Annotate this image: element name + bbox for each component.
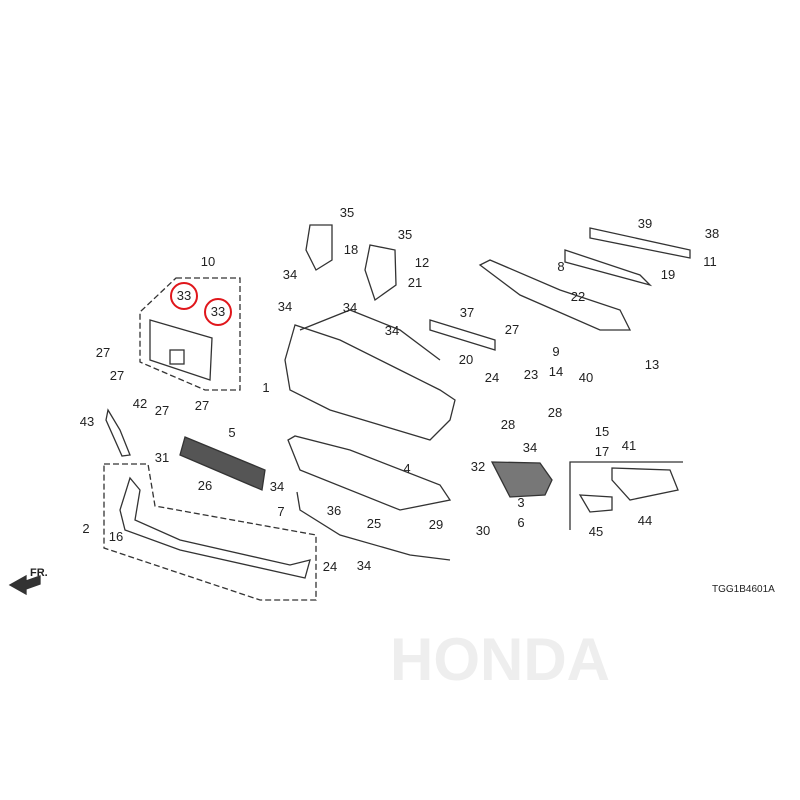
callout-15[interactable]: 15 — [594, 424, 610, 439]
upper-beam-11 — [589, 227, 691, 259]
callout-27[interactable]: 27 — [194, 398, 210, 413]
callout-34[interactable]: 34 — [384, 323, 400, 338]
callout-5[interactable]: 5 — [228, 425, 236, 440]
callout-27[interactable]: 27 — [154, 403, 170, 418]
bracket-slot — [169, 349, 185, 365]
callout-45[interactable]: 45 — [588, 524, 604, 539]
side-trim-43 — [105, 408, 131, 457]
callout-14[interactable]: 14 — [548, 364, 564, 379]
bracket-20 — [429, 319, 496, 351]
front-direction-arrow-icon — [8, 574, 41, 596]
callout-34[interactable]: 34 — [277, 299, 293, 314]
callout-16[interactable]: 16 — [108, 529, 124, 544]
callout-34[interactable]: 34 — [356, 558, 372, 573]
callout-39[interactable]: 39 — [637, 216, 653, 231]
callout-6[interactable]: 6 — [517, 515, 525, 530]
callout-3[interactable]: 3 — [517, 495, 525, 510]
callout-44[interactable]: 44 — [637, 513, 653, 528]
callout-27[interactable]: 27 — [95, 345, 111, 360]
bracket-18 — [305, 224, 333, 271]
callout-28[interactable]: 28 — [547, 405, 563, 420]
callout-28[interactable]: 28 — [500, 417, 516, 432]
inset-box — [569, 461, 683, 530]
callout-1[interactable]: 1 — [262, 380, 270, 395]
callout-33-highlighted[interactable]: 33 — [204, 298, 232, 326]
callout-30[interactable]: 30 — [475, 523, 491, 538]
callout-36[interactable]: 36 — [326, 503, 342, 518]
callout-41[interactable]: 41 — [621, 438, 637, 453]
callout-8[interactable]: 8 — [557, 259, 565, 274]
callout-35[interactable]: 35 — [397, 227, 413, 242]
callout-24[interactable]: 24 — [322, 559, 338, 574]
cover-45 — [578, 494, 613, 513]
callout-4[interactable]: 4 — [403, 461, 411, 476]
lower-grille-mesh — [179, 436, 266, 491]
callout-31[interactable]: 31 — [154, 450, 170, 465]
callout-32[interactable]: 32 — [470, 459, 486, 474]
callout-42[interactable]: 42 — [132, 396, 148, 411]
callout-34[interactable]: 34 — [269, 479, 285, 494]
callout-7[interactable]: 7 — [277, 504, 285, 519]
bracket-19 — [564, 249, 653, 287]
callout-34[interactable]: 34 — [282, 267, 298, 282]
upper-grille — [478, 259, 632, 331]
diagram-code: TGG1B4601A — [712, 584, 775, 595]
license-plate-bracket — [149, 319, 213, 381]
group-box-10 — [139, 277, 241, 391]
front-lip-spoiler — [119, 476, 311, 579]
callout-9[interactable]: 9 — [552, 344, 560, 359]
callout-10[interactable]: 10 — [200, 254, 216, 269]
callout-25[interactable]: 25 — [366, 516, 382, 531]
callout-29[interactable]: 29 — [428, 517, 444, 532]
callout-17[interactable]: 17 — [594, 444, 610, 459]
fog-garnish-44 — [611, 467, 679, 501]
front-bumper-face — [284, 324, 456, 441]
callout-22[interactable]: 22 — [570, 289, 586, 304]
bumper-upper-edge — [299, 309, 441, 361]
callout-24[interactable]: 24 — [484, 370, 500, 385]
callout-13[interactable]: 13 — [644, 357, 660, 372]
callout-18[interactable]: 18 — [343, 242, 359, 257]
callout-34[interactable]: 34 — [522, 440, 538, 455]
callout-34[interactable]: 34 — [342, 300, 358, 315]
callout-33-highlighted[interactable]: 33 — [170, 282, 198, 310]
callout-38[interactable]: 38 — [704, 226, 720, 241]
callout-2[interactable]: 2 — [82, 521, 90, 536]
callout-27[interactable]: 27 — [504, 322, 520, 337]
callout-12[interactable]: 12 — [414, 255, 430, 270]
front-direction-label: FR. — [30, 567, 48, 579]
lower-bumper-skirt — [287, 435, 452, 511]
molding-strip-7 — [296, 491, 451, 561]
group-box-2 — [103, 463, 317, 601]
callout-21[interactable]: 21 — [407, 275, 423, 290]
callout-11[interactable]: 11 — [703, 254, 717, 269]
callout-23[interactable]: 23 — [523, 367, 539, 382]
callout-37[interactable]: 37 — [459, 305, 475, 320]
watermark: HONDA — [390, 626, 610, 693]
callout-43[interactable]: 43 — [79, 414, 95, 429]
bracket-21 — [364, 244, 397, 302]
callout-19[interactable]: 19 — [660, 267, 676, 282]
callout-27[interactable]: 27 — [109, 368, 125, 383]
callout-20[interactable]: 20 — [458, 352, 474, 367]
callout-26[interactable]: 26 — [197, 478, 213, 493]
callout-40[interactable]: 40 — [578, 370, 594, 385]
fog-light-garnish — [490, 461, 553, 498]
callout-35[interactable]: 35 — [339, 205, 355, 220]
